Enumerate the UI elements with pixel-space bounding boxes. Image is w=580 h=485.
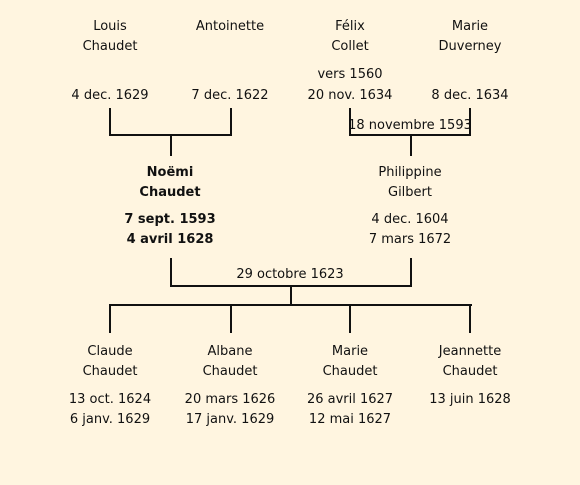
first-name: Philippine: [378, 165, 442, 180]
parent-noemi: Noëmi Chaudet: [105, 163, 235, 203]
last-name: Chaudet: [202, 364, 258, 379]
child-claude: Claude Chaudet: [45, 342, 175, 382]
connector-line: [410, 134, 412, 156]
first-name: Claude: [87, 344, 133, 359]
last-name: Chaudet: [442, 364, 498, 379]
grandparent-felix: Félix Collet: [285, 17, 415, 57]
connector-line: [469, 108, 471, 136]
first-name: Albane: [207, 344, 253, 359]
grandparent-louis-date: 4 dec. 1629: [71, 88, 149, 103]
connector-line: [109, 304, 472, 306]
parent-philippine: Philippine Gilbert: [345, 163, 475, 203]
grandparent-marie: Marie Duverney: [405, 17, 535, 57]
birth-date: 13 juin 1628: [429, 392, 511, 407]
death-date: 7 mars 1672: [368, 232, 452, 247]
grandparent-antoinette-date: 7 dec. 1622: [191, 88, 269, 103]
last-name: Chaudet: [82, 364, 138, 379]
first-name: Jeannette: [438, 344, 502, 359]
grandparent-felix-extra: vers 1560: [317, 67, 383, 82]
connector-line: [349, 304, 351, 333]
death-date: 12 mai 1627: [308, 412, 392, 427]
death-date: 6 janv. 1629: [69, 412, 151, 427]
death-date: 17 janv. 1629: [185, 412, 275, 427]
grandparent-marie-date: 8 dec. 1634: [431, 88, 509, 103]
parent-noemi-dates: 7 sept. 1593 4 avril 1628: [105, 210, 235, 250]
last-name: Chaudet: [139, 185, 201, 200]
connector-line: [170, 258, 172, 287]
first-name: Noëmi: [146, 165, 194, 180]
last-name: Chaudet: [322, 364, 378, 379]
first-name: Antoinette: [195, 19, 265, 34]
grandparent-felix-date: 20 nov. 1634: [307, 88, 393, 103]
last-name: Duverney: [438, 39, 502, 54]
first-name: Marie: [331, 344, 369, 359]
birth-date: 4 dec. 1604: [371, 212, 449, 227]
connector-line: [349, 108, 351, 136]
child-albane-dates: 20 mars 1626 17 janv. 1629: [165, 390, 295, 430]
connector-line: [109, 108, 111, 136]
grandparent-louis: Louis Chaudet: [45, 17, 175, 57]
connector-line: [230, 304, 232, 333]
connector-line: [109, 304, 111, 333]
child-marie-dates: 26 avril 1627 12 mai 1627: [285, 390, 415, 430]
death-date: 4 avril 1628: [126, 232, 214, 247]
last-name: Chaudet: [82, 39, 138, 54]
child-jeannette: Jeannette Chaudet: [405, 342, 535, 382]
grandparent-antoinette: Antoinette: [165, 17, 295, 37]
last-name: Collet: [331, 39, 369, 54]
connector-line: [469, 304, 471, 333]
marriage-date-grandparents: 18 novembre 1593: [348, 118, 472, 133]
connector-line: [290, 285, 292, 305]
child-jeannette-dates: 13 juin 1628: [405, 390, 535, 410]
connector-line: [230, 108, 232, 136]
child-claude-dates: 13 oct. 1624 6 janv. 1629: [45, 390, 175, 430]
marriage-date-parents: 29 octobre 1623: [236, 267, 344, 282]
birth-date: 20 mars 1626: [184, 392, 276, 407]
first-name: Louis: [93, 19, 127, 34]
birth-date: 26 avril 1627: [306, 392, 394, 407]
child-albane: Albane Chaudet: [165, 342, 295, 382]
connector-line: [410, 258, 412, 287]
last-name: Gilbert: [388, 185, 432, 200]
birth-date: 7 sept. 1593: [124, 212, 216, 227]
first-name: Félix: [335, 19, 365, 34]
first-name: Marie: [451, 19, 489, 34]
child-marie: Marie Chaudet: [285, 342, 415, 382]
parent-philippine-dates: 4 dec. 1604 7 mars 1672: [345, 210, 475, 250]
birth-date: 13 oct. 1624: [68, 392, 152, 407]
connector-line: [170, 134, 172, 156]
